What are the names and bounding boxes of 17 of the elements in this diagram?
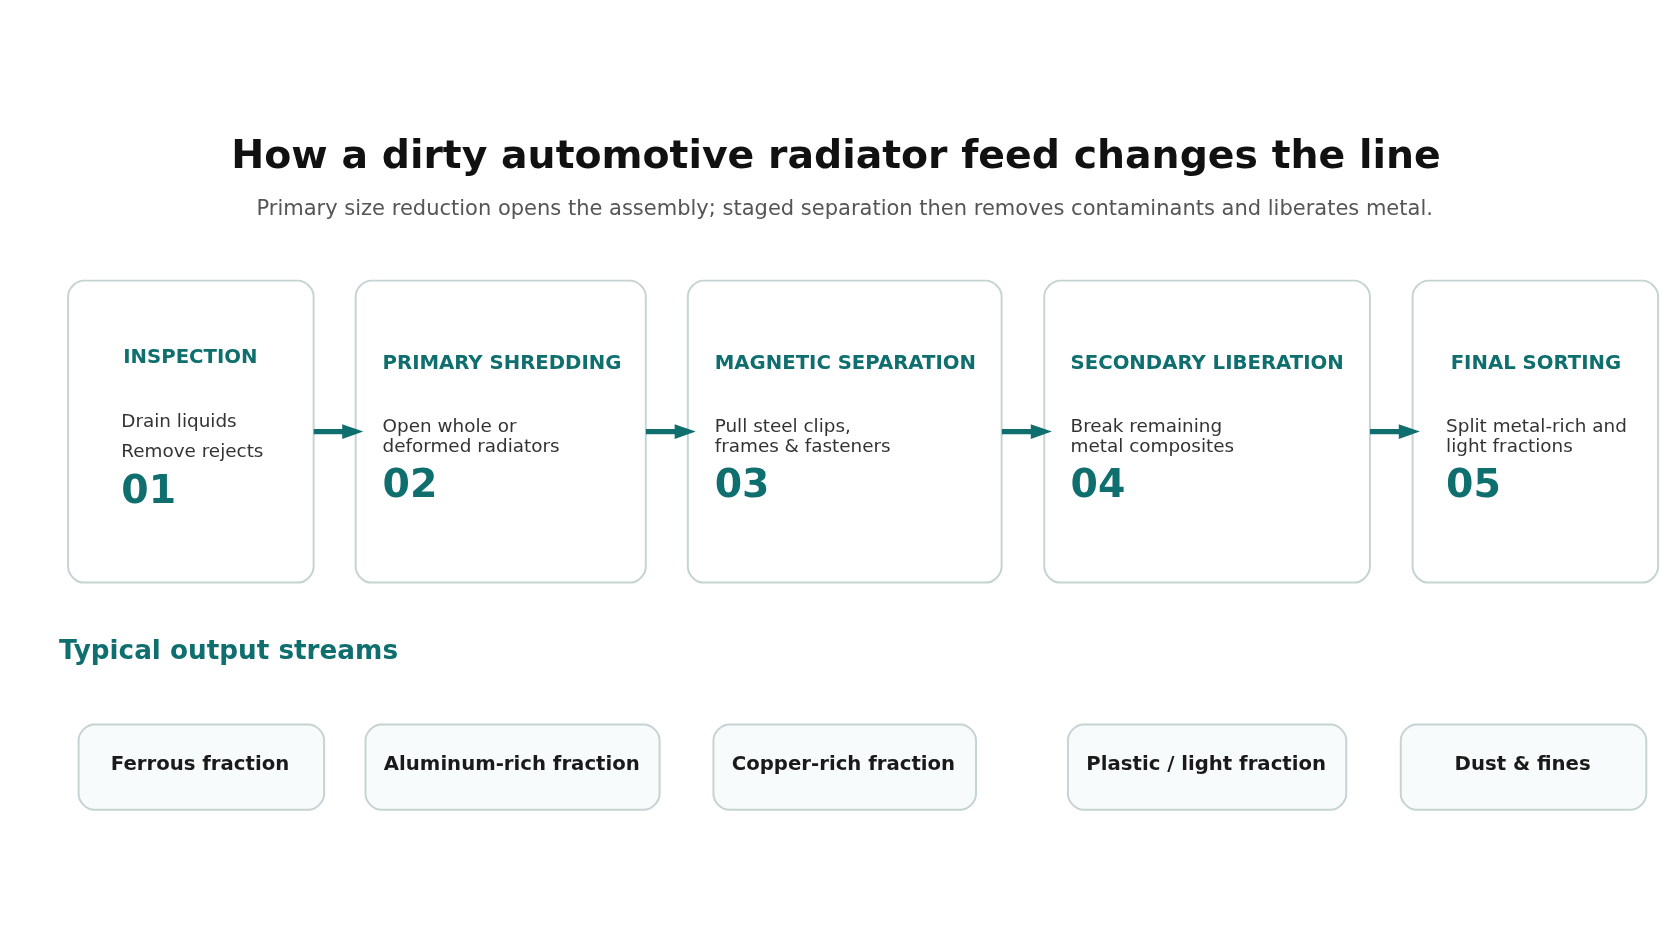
node-box: Copper-rich fraction bbox=[712, 722, 977, 811]
node-box: PRIMARY SHREDDING Open whole or deformed radiators 02 bbox=[354, 279, 647, 584]
label: Typical output streams bbox=[58, 634, 399, 665]
node-box: Dust & fines bbox=[1399, 722, 1648, 811]
node-box: Aluminum-rich fraction bbox=[364, 722, 661, 811]
node-box: FINAL SORTING Split metal-rich and light fractions 05 bbox=[1411, 279, 1660, 584]
arrow bbox=[1001, 423, 1052, 439]
node-box: Ferrous fraction bbox=[77, 722, 326, 811]
diagram-title: How a dirty automotive radiator feed changes the line bbox=[231, 130, 1441, 177]
arrow bbox=[313, 423, 364, 439]
node-box: MAGNETIC SEPARATION Pull steel clips, frames & fasteners 03 bbox=[686, 279, 1003, 584]
label: Primary size reduction opens the assembly; staged separation then removes contaminants and liberates metal. bbox=[256, 195, 1433, 220]
arrow bbox=[1369, 423, 1420, 439]
node-box: Plastic / light fraction bbox=[1066, 722, 1348, 811]
node-box: SECONDARY LIBERATION Break remaining metal composites 04 bbox=[1043, 279, 1371, 584]
node-box: INSPECTION Drain liquids Remove rejects 01 bbox=[67, 279, 315, 584]
arrow bbox=[645, 423, 696, 439]
